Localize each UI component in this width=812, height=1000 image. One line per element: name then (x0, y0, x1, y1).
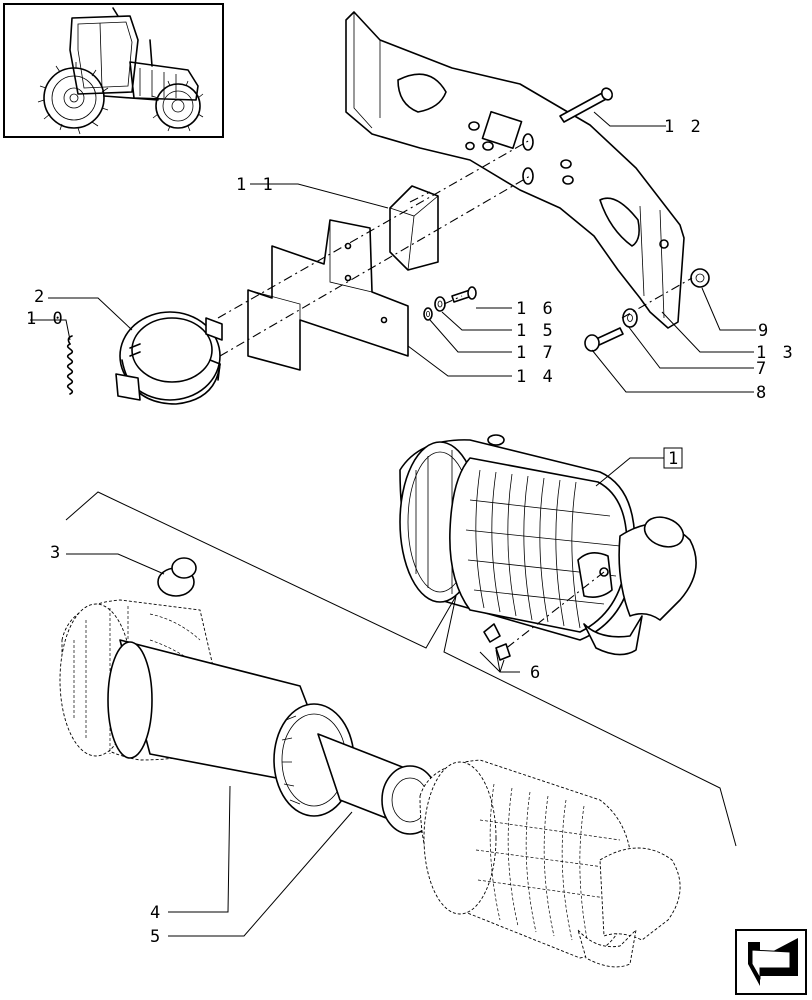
callout-10[interactable]: 1 0 (26, 309, 66, 329)
alignment-lines (217, 139, 693, 651)
air-filter-assembly-1 (399, 434, 697, 656)
callout-3[interactable]: 3 (50, 543, 63, 563)
callout-14[interactable]: 1 4 (516, 367, 556, 387)
callout-17[interactable]: 1 7 (516, 343, 556, 363)
bolt-12 (559, 87, 614, 123)
primary-element-4 (107, 639, 355, 817)
valve-6 (483, 623, 511, 661)
callout-2[interactable]: 2 (34, 287, 47, 307)
safety-element-5 (317, 733, 439, 835)
frame-bracket (345, 11, 685, 329)
hose-clamp-2 (115, 311, 223, 405)
filter-housing-ghost (419, 759, 681, 968)
callout-5[interactable]: 5 (150, 927, 163, 947)
spring-10 (66, 335, 74, 395)
callout-8[interactable]: 8 (756, 383, 769, 403)
washer-15 (434, 296, 446, 312)
washer-17 (423, 307, 433, 321)
spacer-block-11 (389, 185, 439, 271)
callout-1[interactable]: 1 (668, 449, 681, 469)
callout-labels: 1 2 3 4 5 6 7 8 9 1 0 1 1 1 2 1 3 1 4 1 … (26, 117, 796, 947)
callout-11[interactable]: 1 1 (236, 175, 276, 195)
next-page-arrow-icon[interactable] (735, 929, 807, 995)
callout-16[interactable]: 1 6 (516, 299, 556, 319)
washer-7 (622, 308, 638, 328)
bolt-16 (451, 286, 477, 303)
leader-lines (30, 111, 756, 937)
callout-13[interactable]: 1 3 (756, 343, 796, 363)
callout-1-box (663, 447, 683, 469)
callout-4[interactable]: 4 (150, 903, 163, 923)
callout-7[interactable]: 7 (756, 359, 769, 379)
callout-9[interactable]: 9 (758, 321, 771, 341)
mounting-plate-14 (247, 219, 409, 371)
callout-12[interactable]: 1 2 (664, 117, 704, 137)
bolt-8 (584, 327, 624, 352)
tractor-thumbnail-icon[interactable] (3, 3, 224, 138)
nut-9 (690, 268, 710, 288)
callout-15[interactable]: 1 5 (516, 321, 556, 341)
cap-3 (157, 557, 197, 597)
callout-6[interactable]: 6 (530, 663, 543, 683)
